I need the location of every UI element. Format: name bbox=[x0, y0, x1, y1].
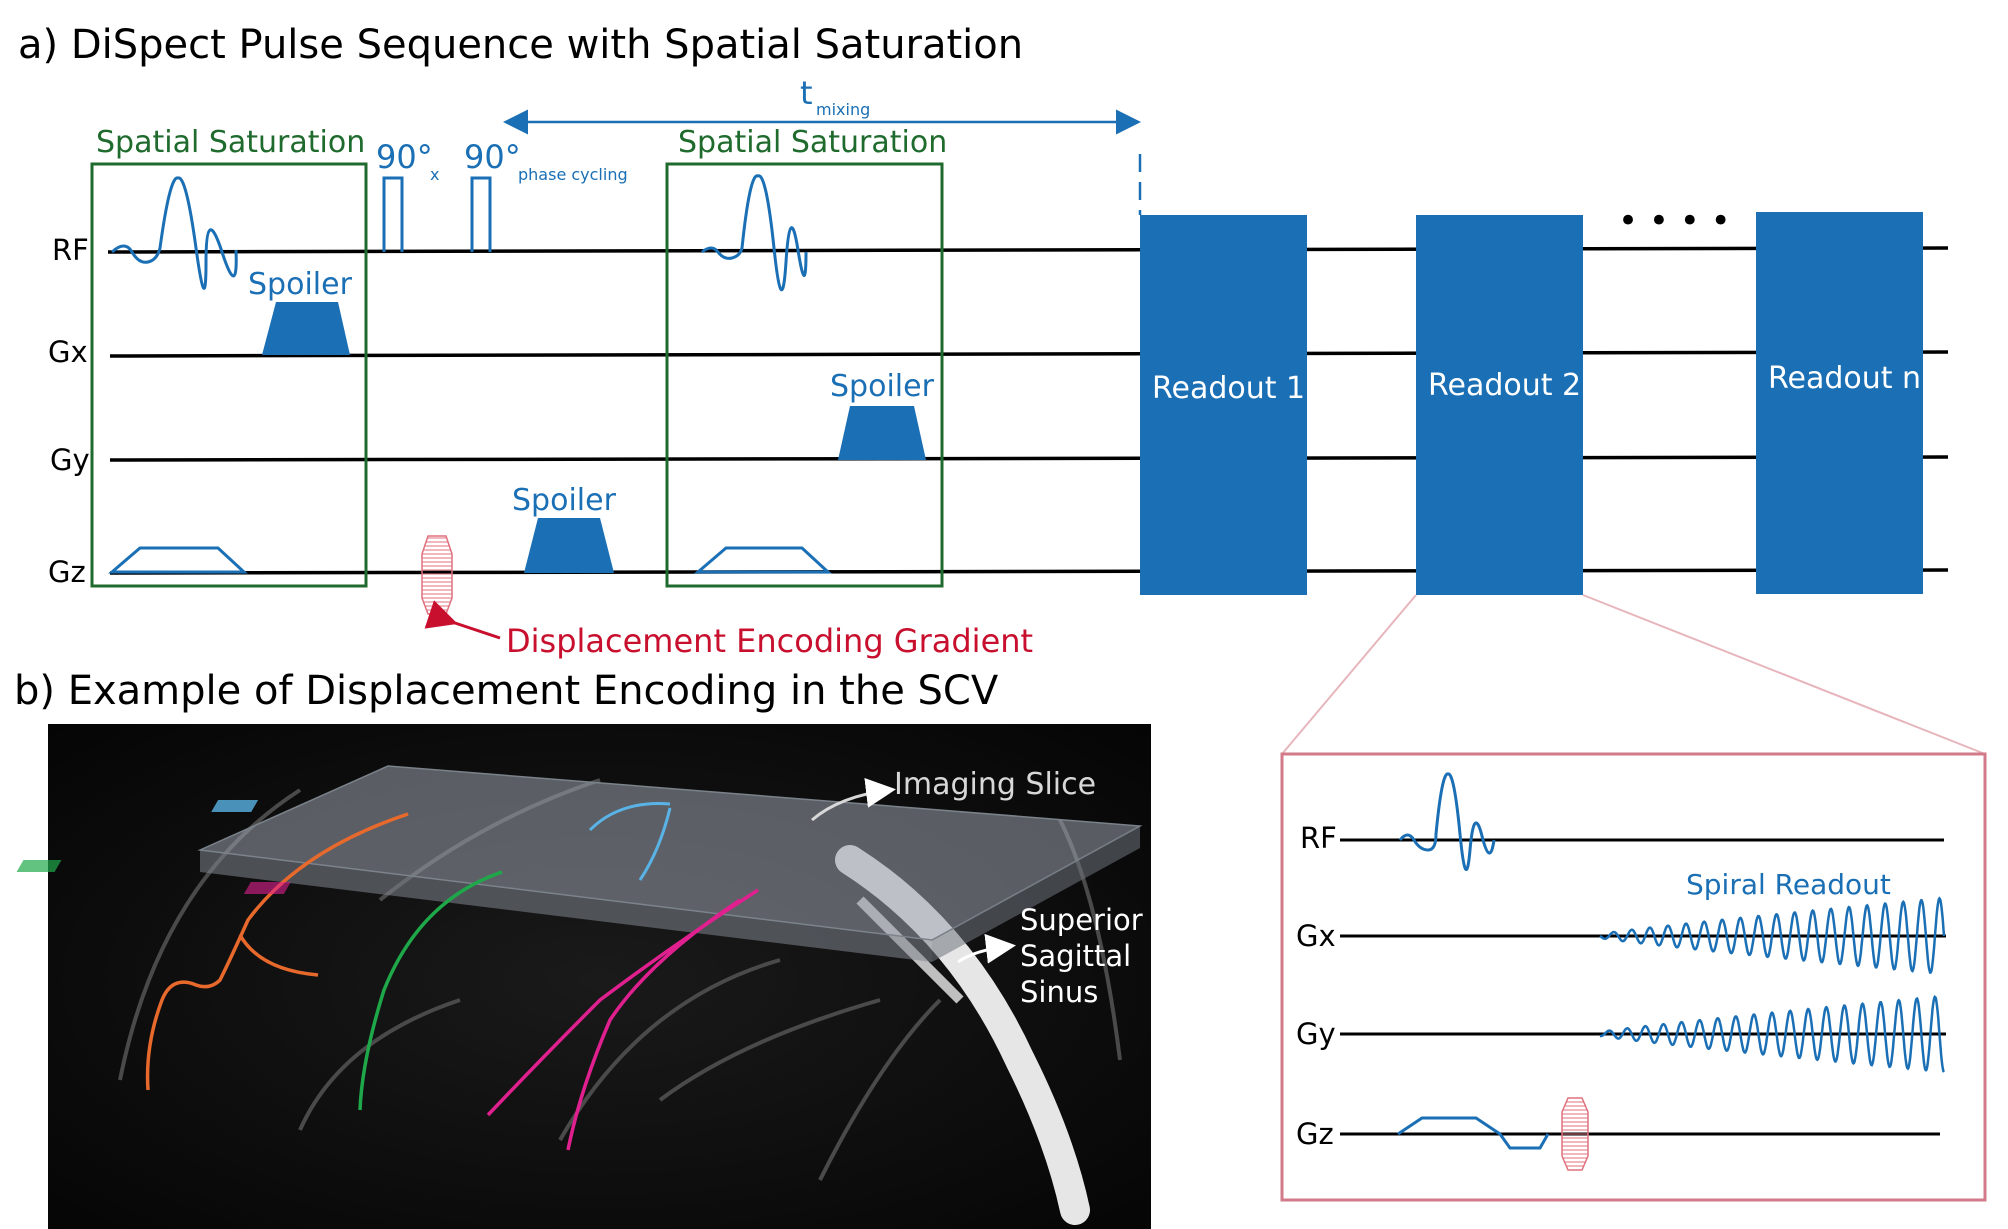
spatial-saturation-box-1 bbox=[90, 162, 368, 588]
gz-slice-select-1 bbox=[107, 546, 248, 574]
sinus-label-line-1: Superior bbox=[1020, 903, 1143, 937]
gz-axis-line bbox=[109, 568, 1949, 575]
readout-n-label: Readout n bbox=[1768, 361, 1921, 396]
pulse-90x-subscript: x bbox=[430, 165, 439, 184]
inset-axis-label-gz: Gz bbox=[1296, 1117, 1334, 1151]
rf-axis-line bbox=[107, 246, 1949, 254]
axis-lines bbox=[107, 246, 1949, 575]
pulse-90pc-label: 90° bbox=[464, 138, 521, 176]
axis-label-gx: Gx bbox=[48, 335, 88, 369]
magenta-voxel bbox=[243, 882, 291, 894]
readout-2-block bbox=[1416, 215, 1583, 595]
spoiler-gy bbox=[838, 406, 926, 460]
readout-1-label: Readout 1 bbox=[1152, 371, 1305, 406]
blue-voxel bbox=[211, 800, 259, 812]
trajectory-orange bbox=[145, 812, 409, 1091]
t-mixing-subscript: mixing bbox=[816, 100, 870, 119]
sinc-pulse-2 bbox=[701, 174, 808, 292]
gy-axis-line bbox=[109, 455, 1949, 462]
pulse-90x-label: 90° bbox=[376, 138, 433, 176]
inset-axis-label-rf: RF bbox=[1300, 821, 1337, 855]
inset-gz-gradient bbox=[1397, 1116, 1550, 1150]
inset-sinc-pulse bbox=[1398, 772, 1496, 872]
imaging-slice-edge bbox=[200, 850, 932, 962]
panel-a-title: a) DiSpect Pulse Sequence with Spatial S… bbox=[18, 22, 1023, 68]
spiral-readout-gy bbox=[1599, 995, 1945, 1073]
gx-axis-line bbox=[109, 350, 1949, 358]
inset-axis-label-gy: Gy bbox=[1296, 1017, 1336, 1051]
trajectory-green bbox=[358, 870, 503, 1111]
continuation-dots: • • • • bbox=[1618, 201, 1731, 241]
rf-90x-pulse bbox=[382, 176, 404, 252]
sinus-label-line-2: Sagittal bbox=[1020, 939, 1131, 973]
panel-b-title: b) Example of Displacement Encoding in t… bbox=[14, 668, 999, 714]
spiral-readout-gx bbox=[1599, 896, 1946, 975]
green-voxel bbox=[16, 860, 62, 872]
spoiler-label-gy: Spoiler bbox=[830, 369, 935, 404]
sinc-pulse-1 bbox=[110, 176, 238, 290]
trajectory-blue bbox=[588, 802, 671, 832]
displacement-label: Displacement Encoding Gradient bbox=[506, 622, 1033, 660]
inset-displacement-gradient bbox=[1561, 1097, 1589, 1171]
spiral-readout-label: Spiral Readout bbox=[1686, 868, 1891, 901]
zoom-line-left bbox=[1281, 594, 1417, 755]
displacement-encoding-gradient bbox=[421, 535, 453, 615]
axis-label-gz: Gz bbox=[48, 555, 86, 589]
spatial-saturation-label-1: Spatial Saturation bbox=[96, 125, 365, 160]
spatial-saturation-label-2: Spatial Saturation bbox=[678, 125, 947, 160]
imaging-slice-side bbox=[932, 826, 1140, 962]
axis-label-rf: RF bbox=[52, 233, 89, 267]
readout-2-label: Readout 2 bbox=[1428, 368, 1581, 403]
readout-1-block bbox=[1140, 215, 1307, 595]
spoiler-gx bbox=[262, 302, 350, 355]
rf-90pc-pulse bbox=[470, 176, 492, 252]
trajectory-orange-branch bbox=[238, 934, 319, 977]
t-mixing-label: t bbox=[800, 74, 813, 112]
spoiler-label-gz: Spoiler bbox=[512, 483, 617, 518]
spiral-readout-inset bbox=[1280, 752, 1987, 1202]
spoiler-label-gx: Spoiler bbox=[248, 267, 353, 302]
gz-slice-select-2 bbox=[693, 546, 832, 574]
pulse-90pc-subscript: phase cycling bbox=[518, 165, 628, 184]
inset-axis-lines bbox=[1340, 838, 1946, 1136]
readout-n-block bbox=[1756, 212, 1923, 594]
zoom-line-right bbox=[1582, 594, 1986, 755]
imaging-slice-arrow bbox=[811, 777, 896, 822]
spatial-saturation-box-2 bbox=[665, 162, 944, 588]
axis-label-gy: Gy bbox=[50, 443, 90, 477]
sinus-arrow bbox=[957, 933, 1016, 964]
displacement-arrow bbox=[424, 600, 501, 640]
trajectory-blue-branch bbox=[638, 807, 672, 881]
imaging-slice-label: Imaging Slice bbox=[894, 767, 1096, 802]
inset-axis-label-gx: Gx bbox=[1296, 919, 1336, 953]
sinus-label-line-3: Sinus bbox=[1020, 975, 1098, 1009]
spoiler-gz bbox=[524, 518, 614, 573]
trajectory-magenta-branch bbox=[566, 898, 741, 1151]
